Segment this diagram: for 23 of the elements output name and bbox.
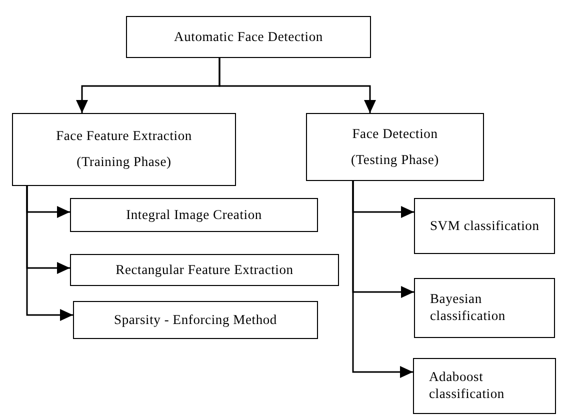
process-box (414, 198, 555, 254)
process-box (12, 113, 236, 186)
process-box (70, 254, 339, 286)
box-label: Automatic Face Detection (174, 28, 323, 46)
process-box (413, 358, 556, 414)
box-label: Face Detection (352, 126, 438, 142)
box-label: Integral Image Creation (126, 206, 262, 224)
arrow (352, 181, 413, 378)
process-box (70, 198, 318, 232)
box-label: Rectangular Feature Extraction (116, 262, 294, 278)
box-label: (Testing Phase) (351, 152, 439, 168)
process-box (126, 16, 371, 58)
arrow (26, 186, 73, 321)
box-label: (Training Phase) (76, 154, 172, 171)
process-box (414, 278, 555, 338)
box-label: Sparsity - Enforcing Method (114, 312, 277, 328)
process-box (73, 301, 318, 339)
box-label: Face Feature Extraction (56, 128, 192, 145)
box-label: Bayesian classification (430, 291, 506, 325)
arrow (218, 58, 376, 113)
box-label: Adaboost classification (429, 369, 506, 403)
process-box (306, 113, 484, 181)
box-label: SVM classification (430, 218, 540, 234)
